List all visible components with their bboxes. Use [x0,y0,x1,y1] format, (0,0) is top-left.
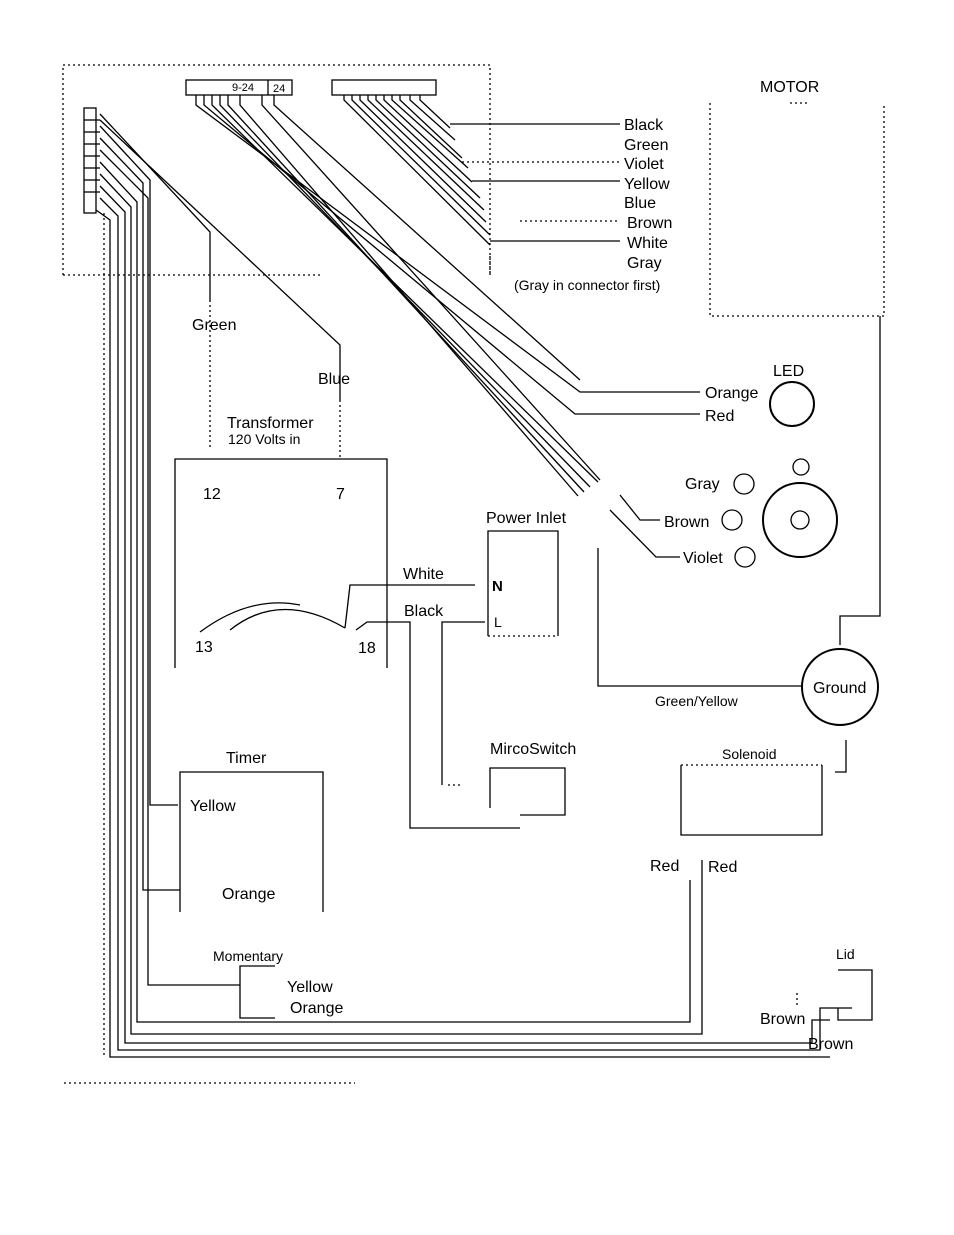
connector-label-24: 24 [273,83,285,95]
switch-indicators [721,458,838,568]
led-wire-red: Red [705,408,734,425]
solenoid-wire-red-left: Red [650,858,679,875]
motor-wire-brown: Brown [627,215,672,232]
motor-title: MOTOR [760,79,819,96]
motor-box [709,102,885,645]
momentary-wire-yellow: Yellow [287,979,333,996]
momentary-title: Momentary [213,948,283,964]
power-inlet-wire-black: Black [404,603,444,620]
switch-wire-gray: Gray [685,476,720,493]
harness-frame [62,64,491,276]
ground-title: Ground [813,680,866,697]
connector-label-9-24: 9-24 [232,82,254,94]
transformer-terminal-13: 13 [195,639,213,656]
power-inlet-line: L [494,614,502,630]
led-wire-orange: Orange [705,385,758,402]
top-left-connector [185,79,293,96]
switch-wire-brown: Brown [664,514,709,531]
motor-wire-white: White [627,235,668,252]
transformer-terminal-7: 7 [336,486,345,503]
transformer-box [174,458,520,829]
switch-wire-violet: Violet [683,550,723,567]
timer-wire-yellow: Yellow [190,798,236,815]
transformer-title: Transformer [227,415,314,432]
motor-wire-bundle [343,95,620,275]
ground-wire-green-yellow: Green/Yellow [655,693,739,709]
transformer-feed-wires [99,113,341,460]
lid-wire-brown-1: Brown [760,1011,805,1028]
timer-box [179,771,324,912]
timer-title: Timer [226,750,267,767]
transformer-subtitle: 120 Volts in [228,431,300,447]
top-right-connector [331,79,437,96]
timer-wire-orange: Orange [222,886,275,903]
momentary-wire-orange: Orange [290,1000,343,1017]
solenoid-box [680,740,847,836]
motor-wire-blue: Blue [624,195,656,212]
microswitch-title: MircoSwitch [490,741,576,758]
solenoid-wire-red-right: Red [708,859,737,876]
solenoid-title: Solenoid [722,746,777,762]
transformer-terminal-18: 18 [358,640,376,657]
led-lamp [769,381,815,427]
power-inlet-title: Power Inlet [486,510,567,527]
ground-node [597,548,879,726]
power-inlet-box [441,530,559,786]
wire-label-blue: Blue [318,371,350,388]
microswitch-box [489,767,566,816]
motor-wire-black: Black [624,117,664,134]
transformer-terminal-12: 12 [203,486,221,503]
led-title: LED [773,363,804,380]
left-bus-wires [95,125,852,1058]
motor-wire-yellow: Yellow [624,176,670,193]
motor-wire-note: (Gray in connector first) [514,277,660,293]
motor-wire-gray: Gray [627,255,662,272]
lid-title: Lid [836,946,855,962]
led-switch-wires [195,95,700,558]
wire-label-green: Green [192,317,236,334]
motor-wire-green: Green [624,137,668,154]
power-inlet-neutral: N [492,578,503,595]
left-connector [83,107,100,214]
motor-wire-violet: Violet [624,156,664,173]
momentary-box [239,965,275,1019]
lid-wire-brown-2: Brown [808,1036,853,1053]
lid-box [796,969,873,1021]
power-inlet-wire-white: White [403,566,444,583]
